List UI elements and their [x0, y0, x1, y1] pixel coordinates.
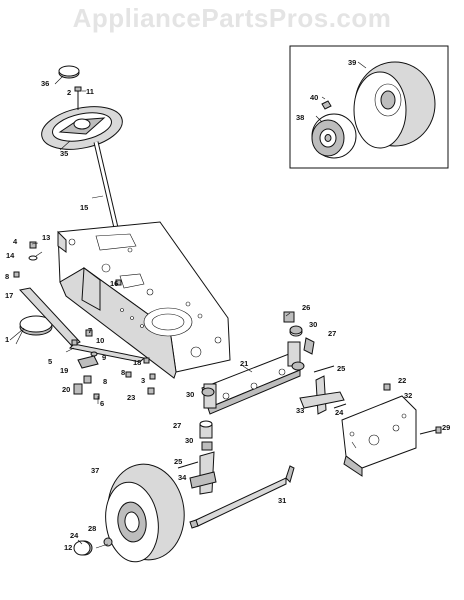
callout-32: 32	[404, 391, 412, 400]
callout-24b: 24	[70, 531, 79, 540]
callout-11: 11	[86, 87, 94, 96]
callout-1: 1	[5, 335, 9, 344]
callout-12: 12	[64, 543, 72, 552]
callout-19: 19	[60, 366, 68, 375]
callout-14: 14	[6, 251, 15, 260]
tie-rod	[189, 465, 295, 529]
callout-30a: 30	[309, 320, 317, 329]
callout-37: 37	[91, 466, 99, 475]
callout-15: 15	[80, 203, 88, 212]
tractor-frame	[57, 221, 231, 379]
callout-34: 34	[178, 473, 187, 482]
callout-30b: 30	[186, 390, 194, 399]
axle-bracket	[341, 383, 442, 477]
left-spindle	[177, 451, 217, 495]
callout-8b: 8	[103, 377, 107, 386]
callout-5: 5	[48, 357, 52, 366]
steering-cap	[54, 65, 80, 85]
leader-lines	[15, 242, 357, 545]
rear-wheel-inset	[289, 45, 449, 169]
callout-38: 38	[296, 113, 304, 122]
left-hardware	[13, 241, 156, 404]
callout-10: 10	[96, 336, 104, 345]
front-wheel	[105, 463, 185, 563]
axle-hardware	[199, 311, 335, 451]
callout-27b: 27	[173, 421, 181, 430]
site-watermark: AppliancePartsPros.com	[73, 3, 392, 33]
front-hub-cap	[73, 537, 113, 556]
callout-22: 22	[398, 376, 406, 385]
callout-28: 28	[88, 524, 96, 533]
callout-36: 36	[41, 79, 49, 88]
callout-40: 40	[310, 93, 318, 102]
callout-25a: 25	[337, 364, 345, 373]
callout-7: 7	[88, 326, 92, 335]
callout-9: 9	[102, 353, 106, 362]
callout-18: 18	[133, 358, 141, 367]
callout-21: 21	[240, 359, 248, 368]
callout-29: 29	[442, 423, 450, 432]
callout-6: 6	[100, 399, 104, 408]
callout-26: 26	[302, 303, 310, 312]
callout-23: 23	[127, 393, 135, 402]
rear-rim	[311, 113, 357, 159]
callout-25b: 25	[174, 457, 182, 466]
callout-39: 39	[348, 58, 356, 67]
callout-2: 2	[67, 88, 71, 97]
callout-24a: 24	[335, 408, 344, 417]
callout-27a: 27	[328, 329, 336, 338]
steering-wheel	[41, 106, 123, 151]
callout-17: 17	[5, 291, 13, 300]
steering-sector	[9, 287, 81, 347]
right-spindle	[299, 375, 347, 415]
callout-31: 31	[278, 496, 286, 505]
callout-30c: 30	[185, 436, 193, 445]
callout-labels: 36 2 11 35 15 4 13 14 8 17 16 1 7 10 9 5…	[5, 58, 450, 552]
callout-13: 13	[42, 233, 50, 242]
valve-stem	[321, 100, 332, 110]
steering-bolt	[74, 86, 86, 110]
callout-4: 4	[13, 237, 18, 246]
callout-20: 20	[62, 385, 70, 394]
callout-3: 3	[141, 376, 145, 385]
callout-8a: 8	[5, 272, 9, 281]
callout-8c: 8	[121, 368, 125, 377]
callout-35: 35	[60, 149, 68, 158]
rear-tire	[353, 61, 436, 149]
callout-33: 33	[296, 406, 304, 415]
callout-16: 16	[110, 279, 118, 288]
